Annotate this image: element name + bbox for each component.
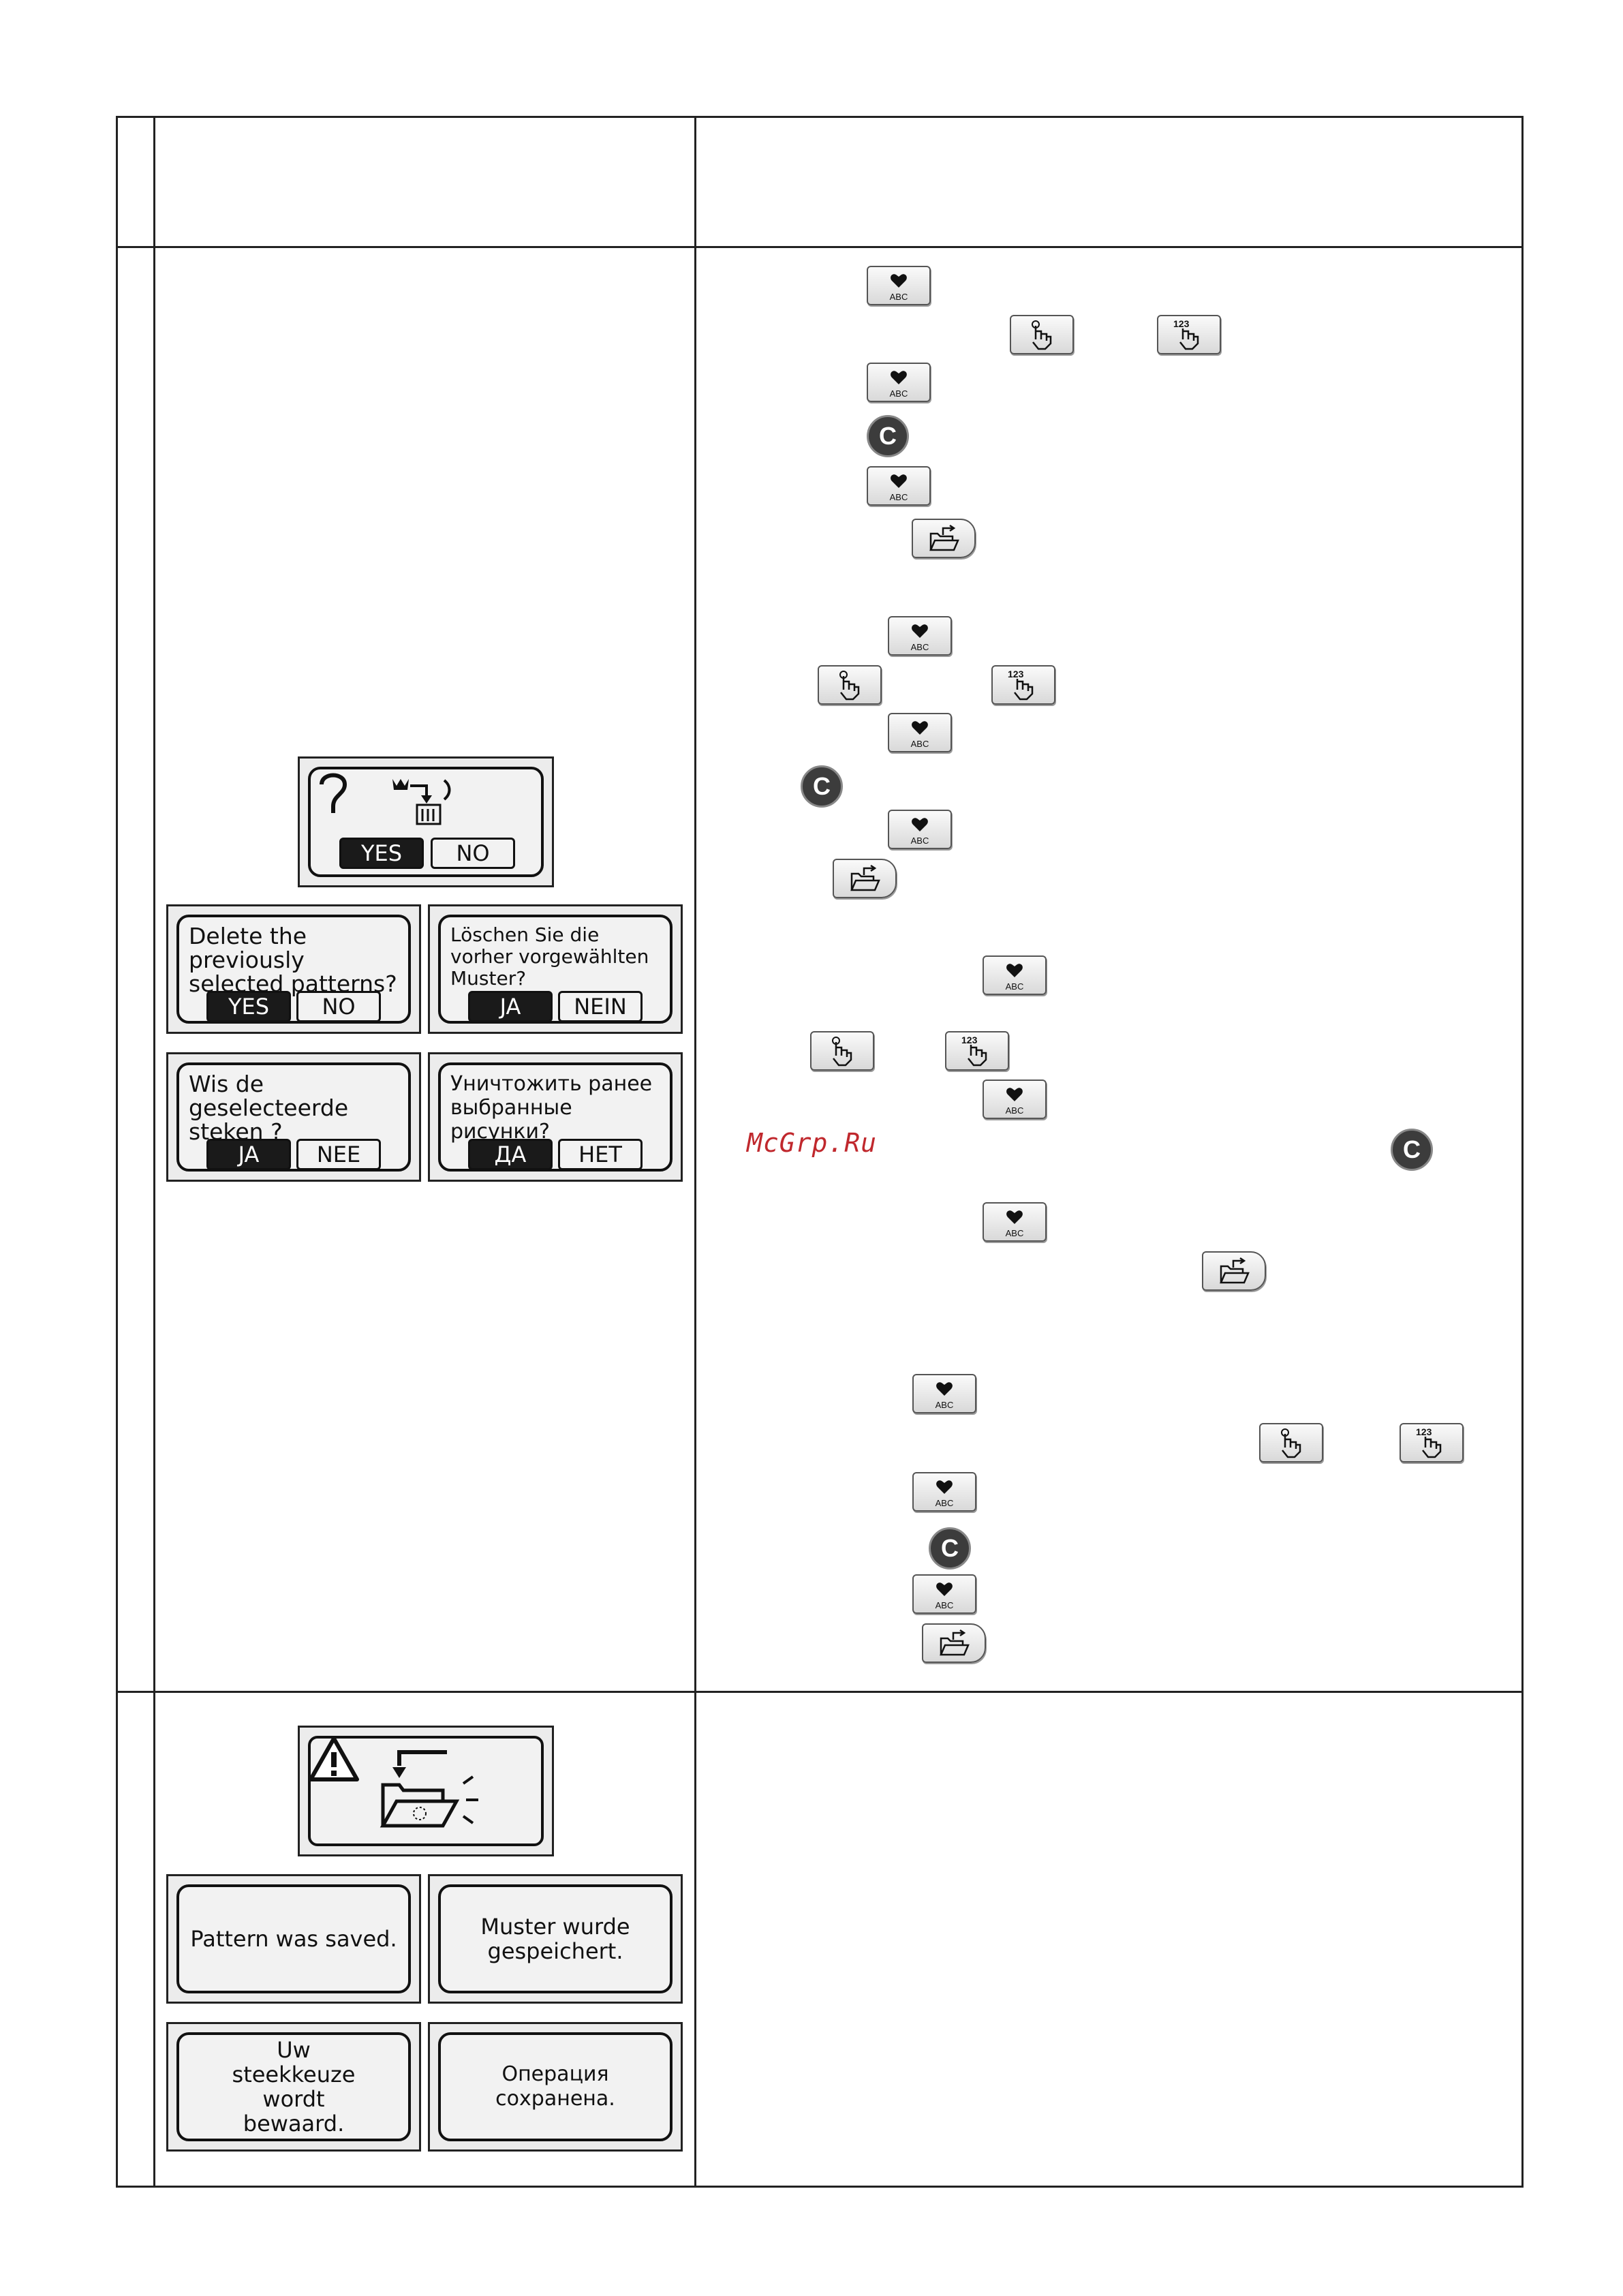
heart-abc-key[interactable]: ABC — [983, 1080, 1047, 1119]
delete-dialog-message: Löschen Sie die vorher vorgewählten Must… — [450, 923, 649, 990]
svg-text:ABC: ABC — [936, 1400, 954, 1410]
saved-message-de: Muster wurde gespeichert. — [428, 1874, 683, 2004]
delete-dialog-ru: Уничтожить ранее выбранные рисунки? ДА Н… — [428, 1052, 683, 1182]
table-divider-narrow — [153, 116, 155, 2188]
svg-text:ABC: ABC — [1006, 981, 1024, 992]
svg-text:123: 123 — [961, 1035, 978, 1045]
folder-save-key[interactable] — [1202, 1251, 1266, 1291]
delete-dialog-de: Löschen Sie die vorher vorgewählten Must… — [428, 904, 683, 1034]
svg-text:ABC: ABC — [1006, 1228, 1024, 1238]
table-divider-middle — [694, 116, 696, 2188]
hand-key[interactable] — [818, 665, 882, 705]
svg-text:ABC: ABC — [1006, 1105, 1024, 1116]
heart-abc-key[interactable]: ABC — [888, 810, 952, 849]
hand-key[interactable] — [1010, 315, 1074, 354]
svg-text:ABC: ABC — [890, 492, 908, 502]
no-button[interactable]: NO — [296, 991, 381, 1022]
heart-abc-key[interactable]: ABC — [983, 955, 1047, 995]
svg-text:ABC: ABC — [911, 836, 929, 846]
svg-text:ABC: ABC — [936, 1600, 954, 1610]
saved-message-text: Muster wurde gespeichert. — [480, 1914, 630, 1964]
heart-abc-key[interactable]: ABC — [888, 713, 952, 752]
svg-text:ABC: ABC — [936, 1498, 954, 1508]
hand-123-key[interactable]: 123 — [945, 1031, 1009, 1071]
saved-message-text: Pattern was saved. — [190, 1926, 397, 1952]
svg-text:ABC: ABC — [911, 739, 929, 749]
saved-message-text: Uw steekkeuze wordt bewaard. — [232, 2037, 356, 2137]
heart-abc-key[interactable]: ABC — [867, 266, 931, 305]
heart-abc-key[interactable]: ABC — [983, 1202, 1047, 1242]
yes-button[interactable]: YES — [206, 991, 291, 1022]
clear-key[interactable]: C — [801, 765, 843, 808]
svg-text:ABC: ABC — [890, 292, 908, 302]
heart-abc-key[interactable]: ABC — [867, 466, 931, 506]
no-button[interactable]: НЕТ — [558, 1139, 643, 1170]
no-button[interactable]: NEE — [296, 1139, 381, 1170]
hand-key[interactable] — [1259, 1423, 1323, 1463]
hand-123-key[interactable]: 123 — [1400, 1423, 1464, 1463]
yes-button[interactable]: JA — [468, 991, 553, 1022]
heart-abc-key[interactable]: ABC — [912, 1574, 976, 1614]
svg-text:ABC: ABC — [911, 642, 929, 652]
heart-abc-key[interactable]: ABC — [867, 363, 931, 402]
delete-dialog-message: Wis de geselecteerde steken ? — [189, 1071, 349, 1145]
svg-text:123: 123 — [1173, 318, 1190, 329]
clear-key[interactable]: C — [867, 415, 909, 457]
warning-icon — [309, 1736, 359, 1781]
question-dialog: YES NO — [298, 756, 554, 887]
folder-save-key[interactable] — [833, 859, 897, 898]
hand-key[interactable] — [810, 1031, 874, 1071]
delete-dialog-message: Delete the previously selected patterns? — [189, 923, 397, 997]
clear-key[interactable]: C — [1391, 1129, 1433, 1171]
instruction-table — [116, 116, 1524, 2188]
yes-button[interactable]: ДА — [468, 1139, 553, 1170]
yes-button[interactable]: JA — [206, 1139, 291, 1170]
table-row-divider-1 — [116, 246, 1524, 248]
heart-abc-key[interactable]: ABC — [912, 1374, 976, 1413]
hand-123-key[interactable]: 123 — [1157, 315, 1221, 354]
saved-message-nl: Uw steekkeuze wordt bewaard. — [166, 2022, 421, 2152]
folder-save-key[interactable] — [912, 519, 976, 558]
watermark: McGrp.Ru — [747, 1128, 878, 1158]
question-mark-icon — [320, 773, 347, 813]
folder-save-key[interactable] — [922, 1623, 986, 1663]
saved-message-en: Pattern was saved. — [166, 1874, 421, 2004]
hand-123-key[interactable]: 123 — [991, 665, 1055, 705]
svg-text:ABC: ABC — [890, 388, 908, 399]
no-button[interactable]: NEIN — [558, 991, 643, 1022]
delete-dialog-message: Уничтожить ранее выбранные рисунки? — [450, 1072, 653, 1144]
heart-abc-key[interactable]: ABC — [888, 616, 952, 656]
clear-key[interactable]: C — [929, 1527, 971, 1570]
delete-dialog-en: Delete the previously selected patterns?… — [166, 904, 421, 1034]
delete-dialog-nl: Wis de geselecteerde steken ? JA NEE — [166, 1052, 421, 1182]
table-row-divider-2 — [116, 1691, 1524, 1693]
saved-message-text: Операция сохранена. — [495, 2062, 615, 2111]
heart-abc-key[interactable]: ABC — [912, 1472, 976, 1512]
no-button[interactable]: NO — [431, 838, 515, 869]
pattern-to-memory-icon — [392, 779, 451, 825]
yes-button[interactable]: YES — [339, 838, 424, 869]
svg-text:123: 123 — [1008, 669, 1024, 679]
saved-message-ru: Операция сохранена. — [428, 2022, 683, 2152]
saving-icon-dialog — [298, 1726, 554, 1856]
svg-text:123: 123 — [1416, 1426, 1432, 1437]
folder-save-icon — [380, 1750, 478, 1828]
